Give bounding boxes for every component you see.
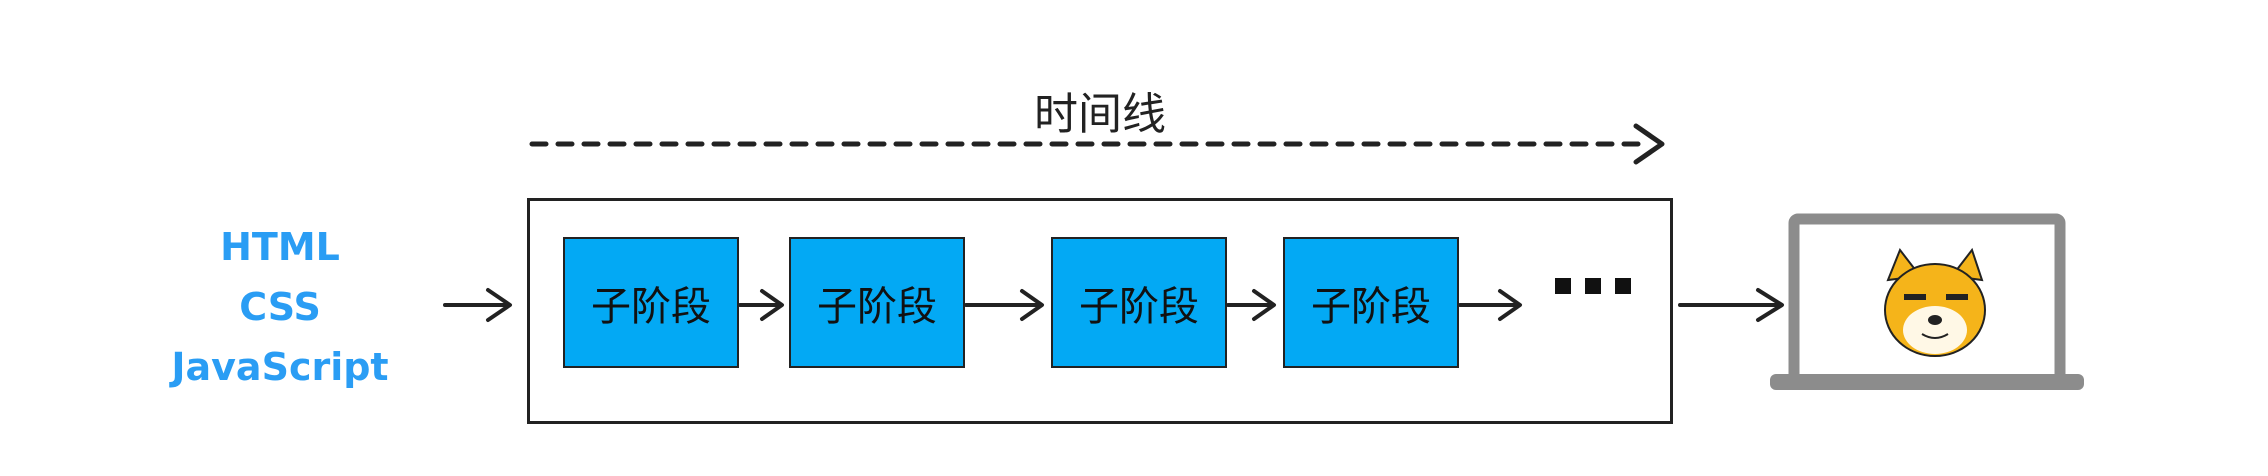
- sub-stage-4: 子阶段: [1283, 237, 1459, 368]
- monitor-doge-icon: [1770, 213, 2084, 390]
- input-css-label: CSS: [239, 285, 321, 329]
- ellipsis: [1555, 278, 1631, 294]
- sub-stage-3: 子阶段: [1051, 237, 1227, 368]
- input-html-label: HTML: [220, 225, 340, 269]
- input-javascript-label: JavaScript: [171, 345, 389, 389]
- timeline-arrow-head: [1633, 123, 1665, 165]
- timeline-label: 时间线: [1034, 89, 1166, 140]
- sub-stage-1: 子阶段: [563, 237, 739, 368]
- sub-stage-2: 子阶段: [789, 237, 965, 368]
